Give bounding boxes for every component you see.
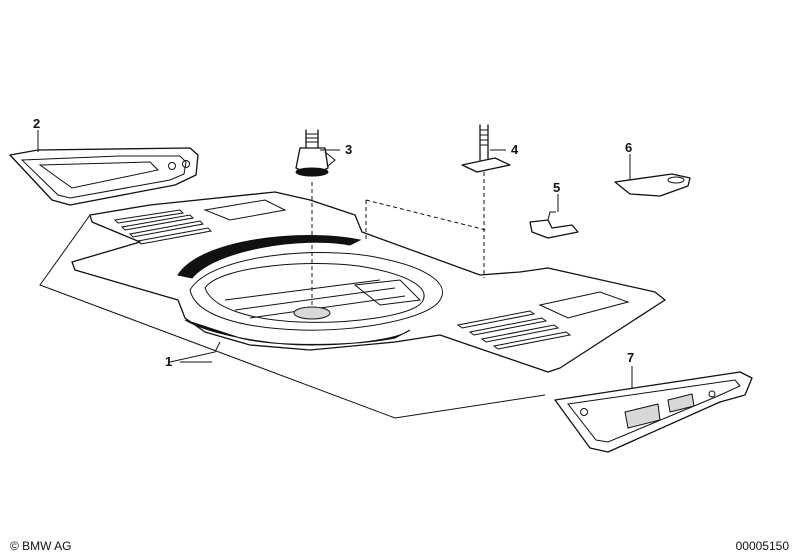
callout-7: 7 [627, 350, 634, 365]
left-trim-panel [9, 147, 199, 206]
image-number: 00005150 [735, 539, 789, 553]
bracket [529, 211, 579, 239]
left-raised-pad [203, 199, 287, 221]
right-raised-pad [538, 291, 630, 319]
callout-4: 4 [511, 142, 519, 157]
right-trim-panel [554, 371, 753, 453]
callout-6: 6 [625, 140, 632, 155]
assembly-guide-lines [311, 172, 487, 305]
right-vent-slots [456, 310, 572, 350]
copyright-label: © BMW AG [10, 539, 72, 553]
floor-assembly-outline [39, 214, 546, 419]
leader-lines [37, 130, 633, 388]
callout-2: 2 [33, 116, 40, 131]
callout-5: 5 [553, 180, 560, 195]
spare-wheel-well [177, 235, 443, 346]
clip-fastener [295, 129, 336, 177]
retaining-plate [614, 173, 691, 197]
stud-bolt [461, 124, 511, 173]
trunk-floor-panel [71, 191, 666, 373]
left-vent-slots [113, 209, 213, 245]
callout-1: 1 [165, 354, 172, 369]
center-mount-boss [293, 306, 331, 320]
callout-3: 3 [345, 142, 352, 157]
